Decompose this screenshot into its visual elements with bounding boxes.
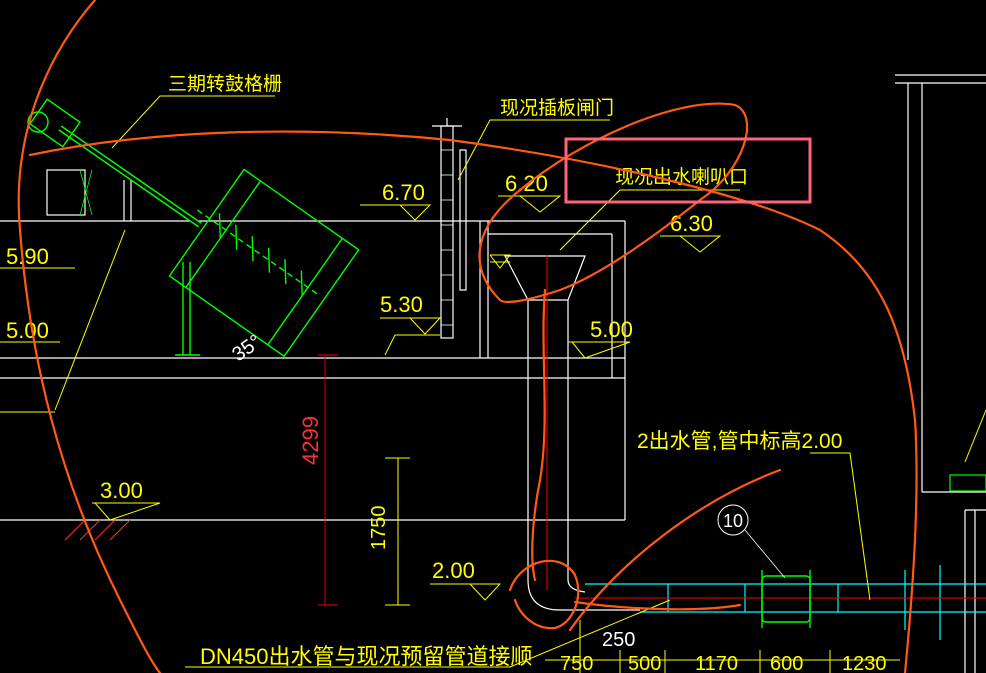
- screen-motor-end: [27, 111, 49, 133]
- wall-device: [949, 474, 986, 492]
- markup-outlet-loop: [478, 102, 749, 304]
- drum-ring-1: [185, 180, 261, 288]
- elev-530-marker: [380, 317, 442, 335]
- drum-ring-2: [267, 237, 343, 346]
- screen-callout-text: 三期转鼓格栅: [168, 73, 282, 95]
- screen-shaft-inner: [59, 126, 201, 227]
- connection-note-leader: [185, 599, 671, 668]
- dim-bottom-750: 750: [560, 653, 593, 673]
- markup-pipe-down: [531, 288, 547, 582]
- elev-300-marker: [92, 502, 161, 521]
- markup-top-arc: [28, 130, 918, 673]
- gate-rod-ticks: [441, 149, 453, 326]
- ground-hatch-1: [64, 519, 86, 541]
- ground-hatch-4: [109, 519, 131, 541]
- dim-bottom-1170: 1170: [695, 653, 738, 673]
- ground-hatch-3: [94, 519, 116, 541]
- drum-screw: [196, 209, 321, 297]
- dim-bottom-600: 600: [770, 653, 803, 673]
- valve-tag-circle: [717, 504, 749, 536]
- outlet-highlight-box: [564, 137, 812, 204]
- connection-note-text: DN450出水管与现况预留管道接顺: [200, 644, 532, 669]
- dim-4299-text: 4299: [298, 416, 323, 465]
- dim-bottom-500: 500: [628, 653, 661, 673]
- centerlines: [318, 255, 986, 606]
- screen-frame-left: [46, 169, 86, 216]
- elev-530-text: 5.30: [380, 292, 423, 317]
- wall-device-leader: [964, 409, 986, 463]
- valve-tag-label: 10: [723, 511, 743, 531]
- elev-500-mid-text: 5.00: [590, 317, 633, 342]
- hand-markup: [17, 0, 918, 673]
- outlet-callout-leader: [559, 189, 740, 251]
- pipe-valve: [761, 570, 811, 628]
- elev-530-leader-2: [384, 334, 396, 356]
- elev-500-left-text: 5.00: [6, 318, 49, 343]
- elev-620-marker: [498, 195, 562, 213]
- elev-630-marker: [660, 235, 722, 253]
- screen-callout-leader: [111, 95, 275, 149]
- drum-body: [168, 168, 360, 358]
- elev-630-text: 6.30: [670, 211, 713, 236]
- markup-elbow-circle: [508, 559, 580, 630]
- pipe-callout-leader: [810, 452, 871, 601]
- drum-screen: [27, 98, 360, 358]
- markup-left-curve: [17, 0, 162, 673]
- gate-guide: [459, 149, 467, 291]
- drum-flights: [218, 213, 303, 296]
- outlet-elbow-outer: [527, 579, 640, 611]
- elev-670-marker: [360, 204, 432, 221]
- elev-670-text: 6.70: [382, 180, 425, 205]
- gate-callout-text: 现况插板闸门: [500, 97, 614, 119]
- screen-frame-leader: [54, 229, 126, 411]
- dim-bottom-1230: 1230: [842, 653, 887, 673]
- elev-500-mid-marker: [568, 341, 631, 359]
- bell-mouth-outlet: [504, 255, 586, 301]
- gate-callout-leader: [457, 119, 610, 181]
- ground-hatch-2: [79, 519, 101, 541]
- annotation-lines: [0, 95, 900, 673]
- elev-200-marker: [430, 583, 502, 601]
- elev-200-text: 2.00: [432, 558, 475, 583]
- markup-pipe-underline: [573, 600, 742, 611]
- dim-1750-text: 1750: [368, 506, 390, 551]
- elev-300-text: 3.00: [100, 478, 143, 503]
- drum-cylinder: [168, 168, 360, 358]
- screen-bracket: [79, 169, 93, 216]
- pipe-callout-text: 2出水管,管中标高2.00: [637, 430, 842, 453]
- elev-590-text: 5.90: [6, 244, 49, 269]
- dim-250-text: 250: [602, 629, 635, 651]
- annotation-text: 三期转鼓格栅 现况插板闸门 现况出水喇叭口 2出水管,管中标高2.00 DN45…: [6, 73, 887, 673]
- outlet-callout-text: 现况出水喇叭口: [615, 166, 748, 188]
- pipe-run: [585, 565, 986, 640]
- valve-tag-leader: [744, 529, 786, 579]
- outlet-elbow-inner: [567, 579, 586, 593]
